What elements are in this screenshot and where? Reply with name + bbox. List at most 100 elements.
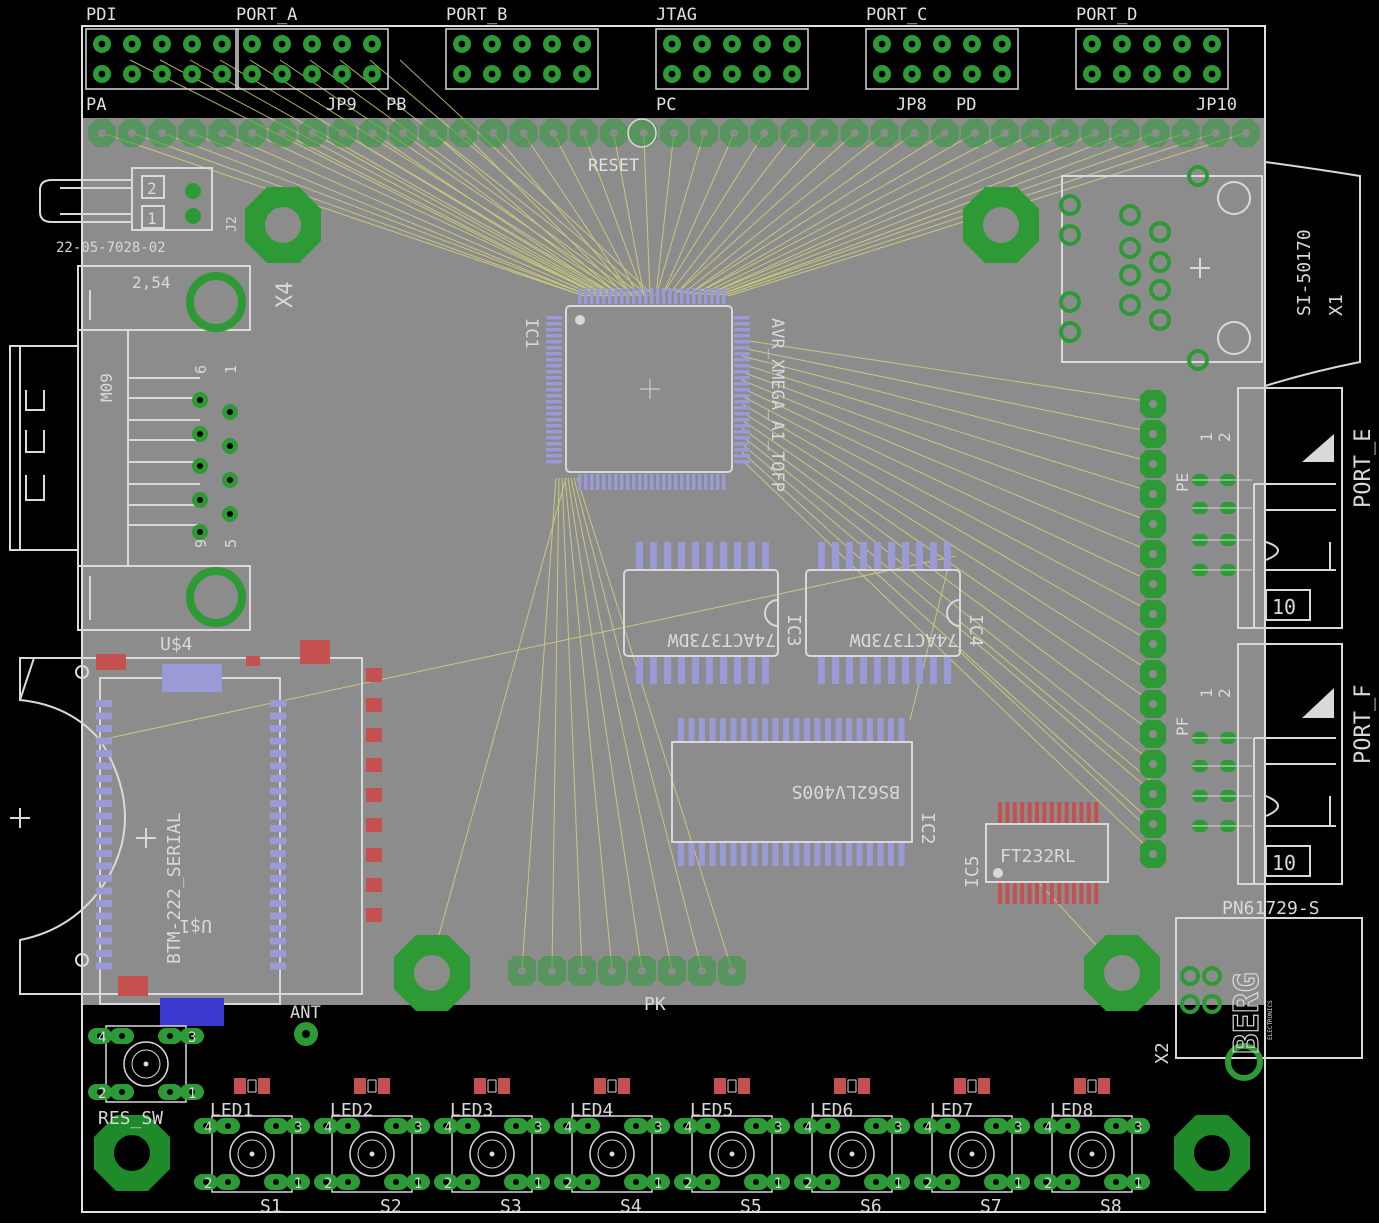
ic1-pad <box>734 460 750 464</box>
ic-pad <box>650 542 657 570</box>
header-label-port-a: PORT_A <box>236 5 297 25</box>
ic1-pad <box>734 322 750 326</box>
port-f-pin1: 1 <box>1197 688 1216 698</box>
ic2-pad <box>867 842 873 866</box>
ic1-pad <box>662 288 666 304</box>
port-f-connector <box>1237 643 1343 885</box>
ic3-body <box>623 569 779 657</box>
led: LED7 <box>930 1078 990 1121</box>
ic1-pad <box>734 382 750 386</box>
ic1-name: IC1 <box>521 318 541 349</box>
ic1-pad <box>650 474 654 490</box>
bt-module-label1: U$1 <box>179 915 212 936</box>
ic5-pad <box>1020 802 1025 824</box>
strip-pin <box>449 119 478 147</box>
port-pin <box>1220 534 1252 546</box>
switch-label: S6 <box>860 1196 882 1217</box>
header-pin <box>1113 35 1131 53</box>
mounting-hole <box>1084 935 1160 1011</box>
j2-part: 22-05-7028-02 <box>56 240 166 256</box>
strip-pin <box>1021 119 1050 147</box>
port-pin <box>1192 534 1224 546</box>
header-pin <box>543 35 561 53</box>
header-pin <box>993 65 1011 83</box>
strip-pin <box>118 119 147 147</box>
ic1-pad <box>620 288 624 304</box>
port-pin <box>1220 732 1252 744</box>
side-strip-pin <box>1140 690 1166 718</box>
bt-pad <box>270 937 286 945</box>
header-pin <box>513 65 531 83</box>
x1-part: SI-50170 <box>1294 229 1315 316</box>
header-pin <box>93 35 111 53</box>
header-pin <box>723 35 741 53</box>
bt-pad <box>96 950 112 957</box>
db9-pins <box>192 392 238 540</box>
led-label: LED7 <box>930 1100 973 1121</box>
ic5-body <box>985 823 1109 883</box>
ic1-pad <box>546 412 562 416</box>
ic1-pad <box>546 400 562 404</box>
header-pin <box>783 65 801 83</box>
strip-pin <box>358 119 387 147</box>
pk-pin <box>598 956 626 986</box>
bt-corner-pad <box>160 998 224 1026</box>
pin-strip <box>88 118 1260 148</box>
side-strip-pin <box>1140 540 1166 568</box>
ic-pad <box>860 542 867 570</box>
ic2-pad <box>804 718 810 742</box>
header-pin <box>573 35 591 53</box>
ic2-pad <box>762 842 768 866</box>
bt-pad <box>96 875 112 882</box>
header-pin <box>693 65 711 83</box>
side-strip-pin <box>1140 810 1166 838</box>
res-sw-name: RES_SW <box>98 1108 163 1129</box>
led: LED6 <box>810 1078 870 1121</box>
ic1-pad <box>710 474 714 490</box>
ic2-pad <box>709 842 716 866</box>
ic1-pad <box>632 288 636 304</box>
bt-pad <box>96 850 112 857</box>
switch-label: S8 <box>1100 1196 1122 1217</box>
bt-pad <box>270 912 286 920</box>
header-pin <box>753 65 771 83</box>
ic2-pad <box>846 718 852 742</box>
ic1-pad <box>546 358 562 362</box>
strip-pin <box>298 119 327 147</box>
ic1-pad <box>734 406 750 410</box>
ic5-pad <box>1042 882 1047 904</box>
ic-pad <box>902 656 909 684</box>
switch-pin-label: 1 <box>414 1176 422 1192</box>
ic1-pad <box>546 436 562 440</box>
side-strip-pin <box>1140 510 1166 538</box>
ic5-pad <box>1005 882 1010 904</box>
x2-pin <box>1180 966 1200 986</box>
pk-label: PK <box>644 994 666 1015</box>
switch-pin-label: 4 <box>924 1120 932 1136</box>
ic-pad <box>734 542 741 570</box>
x1-pin <box>1187 349 1209 371</box>
ic-pad <box>888 656 895 684</box>
ic5-pad <box>1064 802 1069 824</box>
x1-connector <box>1061 161 1361 387</box>
ic-pad <box>720 656 727 684</box>
bt-antenna-pad <box>366 878 382 892</box>
db9-pin6: 6 <box>192 365 210 374</box>
port-pin <box>1220 502 1252 514</box>
ic1-pad <box>602 474 606 490</box>
berg-logo: BERG <box>1227 972 1267 1054</box>
ic2-pad <box>856 718 863 742</box>
bt-pad <box>270 862 286 870</box>
bt-pad <box>96 962 112 970</box>
ic2-pad <box>688 842 695 866</box>
